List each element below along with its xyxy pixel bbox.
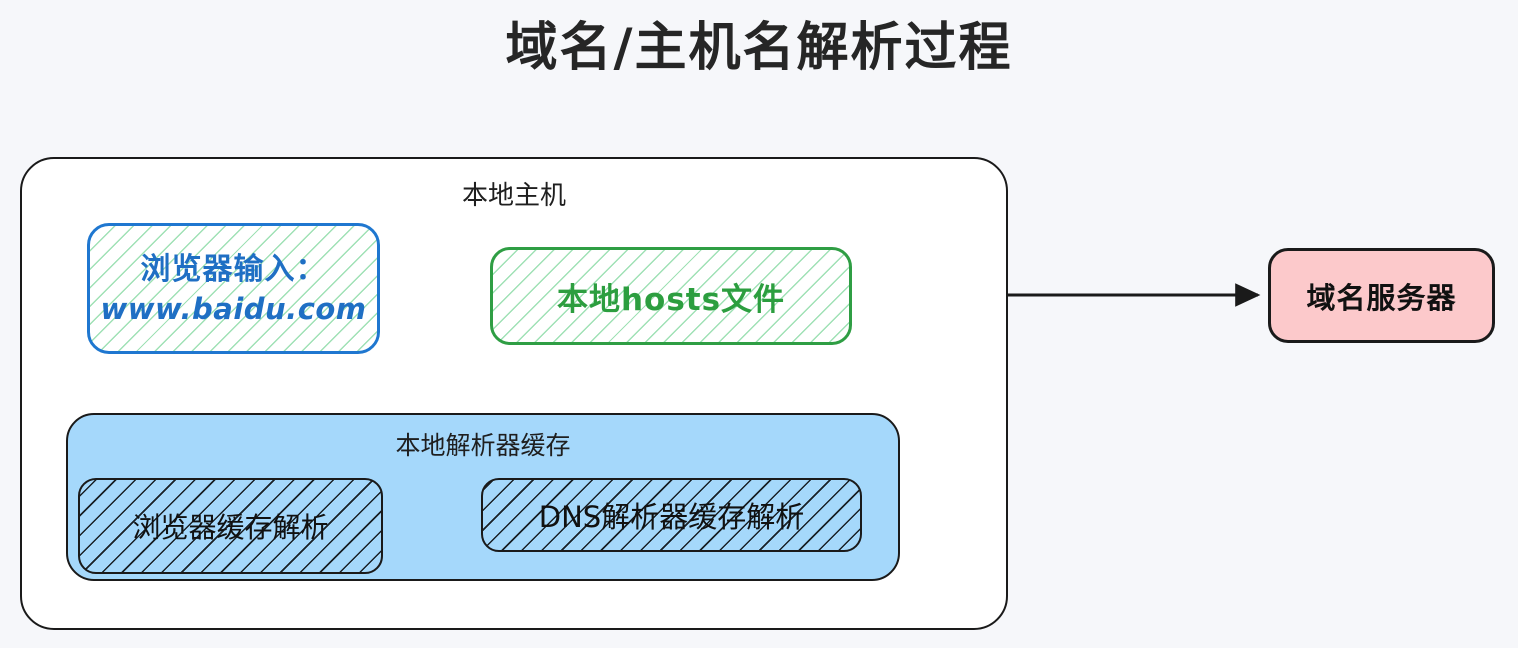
dns-server-node[interactable]: 域名服务器 (1268, 248, 1495, 343)
browser-cache-label: 浏览器缓存解析 (132, 511, 329, 544)
dns-server-label: 域名服务器 (1306, 280, 1457, 315)
browser-input-url: www.baidu.com (100, 291, 367, 326)
browser-input-label: 浏览器输入： (140, 251, 327, 287)
browser-cache-node[interactable]: 浏览器缓存解析 (78, 478, 383, 574)
hosts-file-node[interactable]: 本地hosts文件 (490, 247, 852, 345)
dns-resolver-cache-label: DNS解析器缓存解析 (538, 500, 805, 534)
local-host-label: 本地主机 (461, 181, 566, 211)
browser-input-node[interactable]: 浏览器输入： www.baidu.com (87, 223, 380, 354)
page-title: 域名/主机名解析过程 (505, 18, 1013, 78)
resolver-cache-label: 本地解析器缓存 (395, 431, 571, 460)
hosts-file-label: 本地hosts文件 (556, 281, 786, 318)
dns-resolver-cache-node[interactable]: DNS解析器缓存解析 (481, 478, 862, 552)
